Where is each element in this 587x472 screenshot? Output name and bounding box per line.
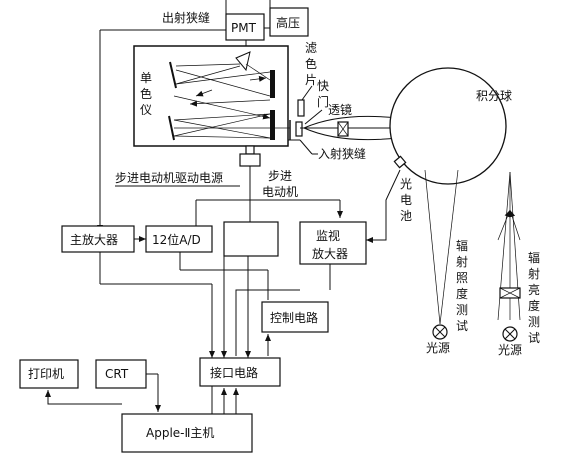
shutter-label: 快 门 [317, 79, 329, 109]
svg-text:辐: 辐 [528, 250, 540, 265]
light-source-1-label: 光源 [426, 341, 450, 355]
crt-label: CRT [105, 367, 129, 381]
monitor-amplifier-box [299, 221, 367, 265]
monitor-amplifier-label: 监视 放大器 [312, 228, 348, 261]
entrance-slit-label: 入射狭缝 [318, 146, 366, 161]
pmt-label: PMT [231, 21, 257, 35]
svg-text:度: 度 [528, 298, 540, 313]
exit-slit-label: 出射狭缝 [162, 10, 210, 25]
host-computer-label: Apple-Ⅱ主机 [146, 426, 214, 440]
high-voltage-box [269, 7, 309, 37]
svg-text:池: 池 [400, 209, 412, 223]
lens-label: 透镜 [328, 102, 352, 117]
photocell-label: 光 电 池 [400, 177, 412, 223]
stepper-motor-label: 步进 电动机 [262, 169, 298, 199]
svg-text:试: 试 [528, 330, 540, 345]
printer-box [19, 359, 79, 389]
monochromator-box [133, 45, 289, 147]
svg-text:门: 门 [317, 94, 329, 109]
light-source-2-label: 光源 [498, 343, 522, 357]
filter [297, 99, 305, 117]
integrating-sphere-label: 积分球 [476, 89, 512, 103]
irradiance-test-label: 辐 射 照 度 测 试 [456, 238, 468, 333]
svg-text:电: 电 [400, 193, 412, 207]
svg-text:射: 射 [528, 266, 540, 281]
crt-box [95, 359, 147, 389]
svg-text:度: 度 [456, 286, 468, 301]
svg-text:色: 色 [305, 57, 317, 71]
stepper-driver-power-label: 步进电动机驱动电源 [115, 171, 223, 185]
svg-text:射: 射 [456, 254, 468, 269]
svg-text:试: 试 [456, 318, 468, 333]
interface-circuit-box [199, 357, 281, 387]
svg-text:照: 照 [456, 271, 468, 285]
svg-text:滤: 滤 [305, 41, 317, 55]
printer-label: 打印机 [28, 367, 64, 381]
svg-text:放大器: 放大器 [312, 246, 348, 261]
svg-text:单: 单 [140, 71, 152, 85]
svg-text:辐: 辐 [456, 238, 468, 253]
svg-text:测: 测 [456, 303, 468, 317]
host-computer-box [121, 413, 253, 453]
svg-text:片: 片 [305, 73, 317, 87]
adc-box [145, 225, 213, 253]
light-source-1-icon [432, 324, 448, 340]
monochromator-optics [168, 51, 290, 141]
svg-text:测: 测 [528, 315, 540, 329]
pmt-box [225, 13, 265, 41]
interface-circuit-label: 接口电路 [210, 365, 258, 380]
photocell [393, 155, 407, 169]
radiance-beam [497, 171, 521, 321]
svg-text:亮: 亮 [528, 282, 540, 297]
shutter [295, 121, 303, 137]
filter-label: 滤 色 片 [305, 41, 317, 87]
svg-text:电动机: 电动机 [262, 185, 298, 199]
integrating-sphere [389, 67, 507, 185]
light-source-2-icon [502, 326, 518, 342]
high-voltage-label: 高压 [276, 15, 300, 30]
control-circuit-box [261, 301, 329, 333]
svg-text:光: 光 [400, 177, 412, 191]
adc-label: 12位A/D [152, 232, 201, 247]
stepper-motor-shaft [245, 145, 255, 155]
main-amplifier-label: 主放大器 [70, 232, 118, 247]
svg-text:步进: 步进 [268, 169, 292, 183]
svg-text:色: 色 [140, 87, 152, 101]
stepper-driver-box [223, 221, 279, 257]
monochromator-label: 单 色 仪 [140, 71, 152, 117]
svg-text:快: 快 [317, 79, 329, 93]
svg-text:仪: 仪 [140, 103, 152, 117]
svg-text:监视: 监视 [316, 228, 340, 243]
control-circuit-label: 控制电路 [270, 310, 318, 325]
stepper-motor-body [239, 153, 261, 167]
exit-slit-group: 出射狭缝 [100, 0, 271, 31]
lens [300, 115, 399, 141]
radiance-test-label: 辐 射 亮 度 测 试 [528, 250, 540, 345]
